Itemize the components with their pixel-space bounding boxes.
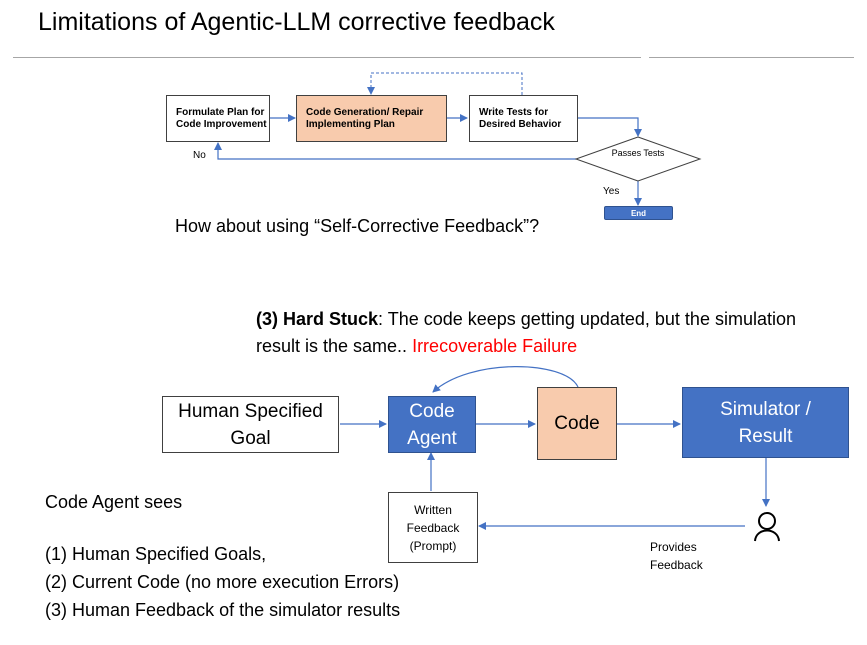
title-divider-right <box>649 57 854 58</box>
end-box: End <box>604 206 673 220</box>
sees-heading: Code Agent sees <box>45 492 183 512</box>
code-generation-box: Code Generation/ Repair Implementing Pla… <box>296 95 447 142</box>
sees-item-2: (2) Current Code (no more execution Erro… <box>45 572 400 592</box>
hard-stuck-heading: (3) Hard Stuck <box>256 309 379 329</box>
arrow-no-back <box>214 142 576 160</box>
slide-title: Limitations of Agentic-LLM corrective fe… <box>38 8 555 36</box>
passes-tests-label: Passes Tests <box>611 148 665 158</box>
code-box: Code <box>537 387 617 460</box>
hard-stuck-text: : The code keeps getting updated, but th… <box>378 309 796 329</box>
irrecoverable-failure: Irrecoverable Failure <box>412 336 578 356</box>
loop-arrow-code-to-agent <box>432 366 579 393</box>
title-divider-left <box>13 57 641 58</box>
yes-label: Yes <box>603 186 620 197</box>
person-icon <box>754 512 780 542</box>
decision-diamond <box>574 136 702 182</box>
written-feedback-box: Written Feedback (Prompt) <box>388 492 478 563</box>
hard-stuck-line1: (3) Hard Stuck: The code keeps getting u… <box>256 309 796 330</box>
no-label: No <box>193 150 206 161</box>
dashed-loop-arrow <box>367 72 523 95</box>
human-goal-box: Human Specified Goal <box>162 396 339 453</box>
arrow-tests-to-decision <box>578 117 642 137</box>
sees-item-1: (1) Human Specified Goals, <box>45 544 267 564</box>
write-tests-box: Write Tests for Desired Behavior <box>469 95 578 142</box>
provides-feedback-label: Provides Feedback <box>650 540 703 572</box>
hard-stuck-result: result is the same.. <box>256 336 413 356</box>
sees-item-3: (3) Human Feedback of the simulator resu… <box>45 600 401 620</box>
code-agent-box: Code Agent <box>388 396 476 453</box>
hard-stuck-line2: result is the same.. Irrecoverable Failu… <box>256 336 577 357</box>
formulate-plan-box: Formulate Plan for Code Improvement <box>166 95 270 142</box>
simulator-box: Simulator / Result <box>682 387 849 458</box>
question-text: How about using “Self-Corrective Feedbac… <box>175 216 540 236</box>
